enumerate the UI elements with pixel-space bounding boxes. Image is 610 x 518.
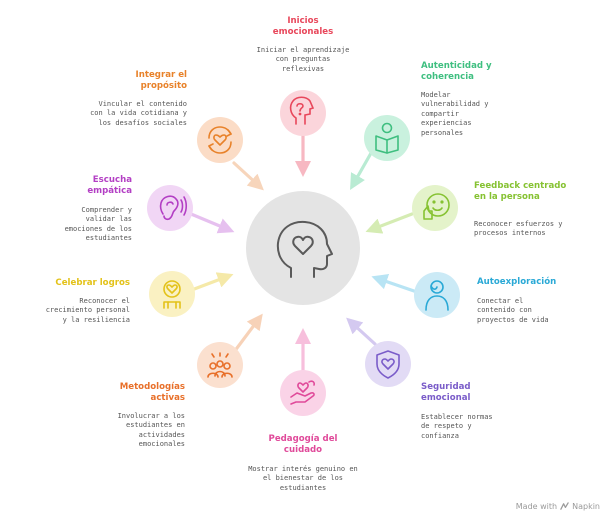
arrow-autoexploracion <box>371 274 416 293</box>
napkin-logo-icon <box>560 502 569 510</box>
person-self-icon <box>425 280 449 311</box>
title-feedback: Feedback centrado en la persona <box>474 181 567 202</box>
node-circle-celebrar <box>149 271 195 317</box>
title-integrar: Integrar el propósito <box>135 70 187 91</box>
desc-integrar: Vincular el contenido con la vida cotidi… <box>90 100 187 127</box>
shield-heart-icon <box>376 350 400 379</box>
footer-attribution: Made with Napkin <box>516 502 600 511</box>
title-autoexploracion: Autoexploración <box>477 277 557 287</box>
group-celebration-icon <box>207 352 233 378</box>
title-inicios: Inicios emocionales <box>272 16 334 37</box>
arrow-feedback <box>365 212 414 234</box>
node-circle-integrar <box>197 117 243 163</box>
thumbs-up-face-icon <box>423 193 450 220</box>
desc-seguridad: Establecer normas de respeto y confianza <box>421 413 493 440</box>
person-heart-icon <box>163 280 181 309</box>
desc-feedback: Reconocer esfuerzos y procesos internos <box>474 220 563 238</box>
title-pedagogia: Pedagogía del cuidado <box>268 434 338 455</box>
desc-autenticidad: Modelar vulnerabilidad y compartir exper… <box>421 91 489 137</box>
desc-celebrar: Reconocer el crecimiento personal y la r… <box>45 297 130 324</box>
hand-heart-icon <box>290 380 315 405</box>
node-circle-seguridad <box>365 341 411 387</box>
node-circle-pedagogia <box>280 370 326 416</box>
title-autenticidad: Autenticidad y coherencia <box>421 61 492 82</box>
node-circle-autenticidad <box>364 115 410 161</box>
arrow-celebrar <box>187 272 234 293</box>
title-seguridad: Seguridad emocional <box>421 382 471 403</box>
center-hub <box>246 191 360 305</box>
question-mark-head-icon <box>289 96 315 125</box>
brand-label: Napkin <box>572 502 600 511</box>
arrow-metodologias <box>232 313 263 354</box>
arrow-escucha <box>189 212 235 234</box>
node-circle-autoexploracion <box>414 272 460 318</box>
arrow-integrar <box>232 161 264 191</box>
ear-listening-icon <box>159 195 188 221</box>
node-circle-metodologias <box>197 342 243 388</box>
title-metodologias: Metodologías activas <box>119 382 185 403</box>
desc-pedagogia: Mostrar interés genuino en el bienestar … <box>248 465 358 492</box>
made-with-label: Made with <box>515 502 558 511</box>
node-circle-escucha <box>147 185 193 231</box>
heart-cycle-icon <box>208 126 232 154</box>
desc-metodologias: Involucrar a los estudiantes en activida… <box>117 412 185 449</box>
head-heart-icon <box>276 220 333 278</box>
node-circle-feedback <box>412 185 458 231</box>
title-escucha: Escucha empática <box>87 175 132 196</box>
desc-escucha: Comprender y validar las emociones de lo… <box>64 206 132 243</box>
arrow-seguridad <box>346 317 377 346</box>
title-celebrar: Celebrar logros <box>55 278 130 288</box>
node-circle-inicios <box>280 90 326 136</box>
desc-inicios: Iniciar el aprendizaje con preguntas ref… <box>256 46 350 73</box>
person-reading-icon <box>375 122 399 154</box>
desc-autoexploracion: Conectar el contenido con proyectos de v… <box>477 297 549 324</box>
